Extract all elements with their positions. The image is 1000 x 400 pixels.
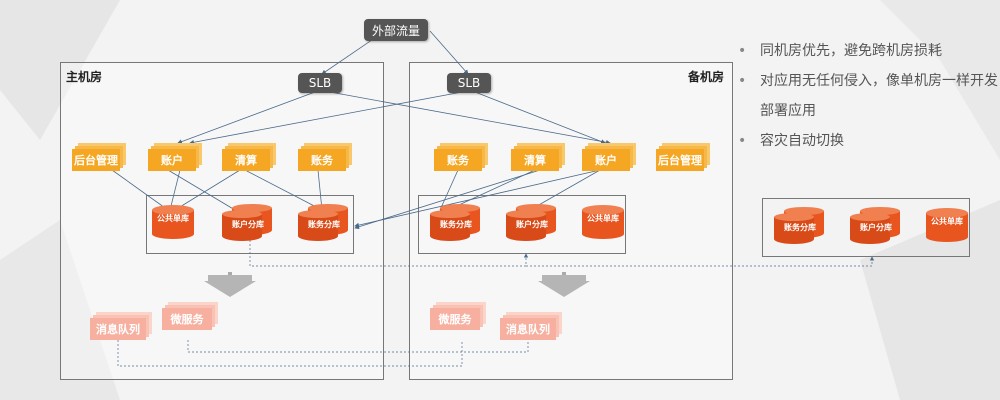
backup-db-ledger-shard: 账务分库: [428, 204, 484, 242]
external-traffic-node: 外部流量: [364, 19, 428, 41]
main-service-admin: 后台管理: [72, 149, 120, 171]
backup-room-label: 备机房: [688, 70, 725, 84]
main-message-queue: 消息队列: [90, 318, 146, 340]
backup-message-queue: 消息队列: [500, 318, 556, 340]
main-slb-node: SLB: [298, 73, 342, 93]
third-db-ledger-shard: 账务分库: [772, 207, 828, 245]
main-db-public-label: 公共单库: [157, 214, 189, 223]
third-site-db-group: [762, 198, 970, 257]
main-service-ledger: 账务: [298, 149, 346, 171]
main-db-account-shard-label: 账户分库: [232, 220, 264, 229]
main-db-account-shard: 账户分库: [220, 204, 276, 242]
feature-bullets: 同机房优先，避免跨机房损耗 对应用无任何侵入，像单机房一样开发部署应用 容灾自动…: [738, 36, 1000, 156]
backup-microservice: 微服务: [430, 308, 480, 330]
backup-service-admin: 后台管理: [656, 149, 704, 171]
backup-db-public: 公共单库: [580, 204, 626, 242]
backup-db-public-label: 公共单库: [587, 214, 619, 223]
third-db-account-shard: 账户分库: [848, 207, 904, 245]
main-db-public: 公共单库: [150, 204, 196, 242]
third-db-public: 公共单库: [924, 207, 970, 245]
main-room-label: 主机房: [66, 70, 103, 84]
main-db-ledger-shard-label: 账务分库: [308, 220, 340, 229]
bullet-same-room: 同机房优先，避免跨机房损耗: [738, 36, 1000, 66]
backup-db-account-shard: 账户分库: [504, 204, 560, 242]
backup-db-account-shard-label: 账户分库: [516, 220, 548, 229]
backup-db-group: [418, 195, 626, 254]
third-db-ledger-shard-label: 账务分库: [784, 223, 816, 232]
main-service-account: 账户: [148, 149, 196, 171]
backup-service-ledger: 账务: [434, 149, 482, 171]
backup-db-ledger-shard-label: 账务分库: [440, 220, 472, 229]
bullet-auto-failover: 容灾自动切换: [738, 126, 1000, 156]
main-microservice: 微服务: [162, 308, 212, 330]
third-db-account-shard-label: 账户分库: [860, 223, 892, 232]
backup-slb-node: SLB: [447, 73, 491, 93]
backup-service-clearing: 清算: [511, 149, 559, 171]
bullet-no-intrusion: 对应用无任何侵入，像单机房一样开发部署应用: [738, 66, 1000, 126]
main-service-clearing: 清算: [222, 149, 270, 171]
third-db-public-label: 公共单库: [931, 217, 963, 226]
backup-service-account: 账户: [582, 149, 630, 171]
main-db-ledger-shard: 账务分库: [296, 204, 352, 242]
